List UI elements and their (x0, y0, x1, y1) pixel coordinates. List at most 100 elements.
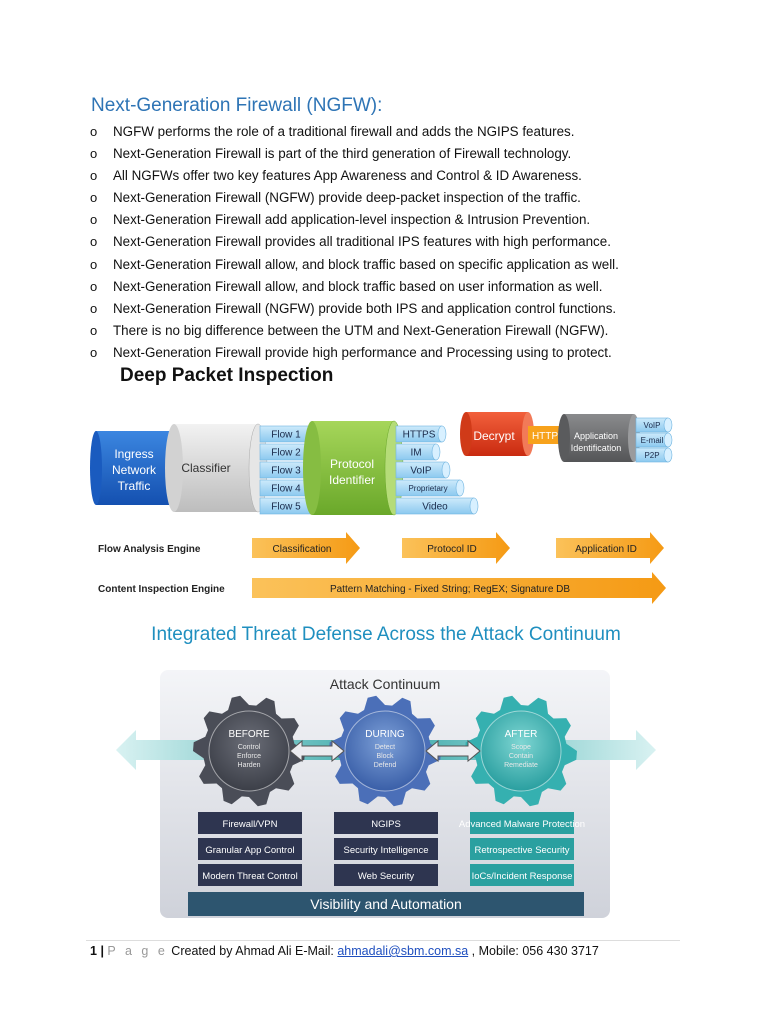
flow-stage-arrow: Classification (252, 532, 360, 564)
protocol-tube: HTTPS (395, 425, 447, 443)
capability-box: Web Security (334, 864, 438, 886)
classifier-cylinder: Classifier (165, 423, 268, 513)
bullet-marker: o (90, 300, 98, 316)
svg-text:Application ID: Application ID (575, 544, 637, 555)
dpi-title: Deep Packet Inspection (120, 365, 334, 386)
protocol-identifier-cylinder: Protocol Identifier (303, 420, 404, 516)
threat-title: Integrated Threat Defense Across the Att… (151, 624, 621, 645)
protocol-tube: Video (395, 497, 479, 515)
svg-text:HTTP: HTTP (532, 431, 558, 442)
created-by-text: Created by Ahmad Ali E-Mail: (171, 944, 334, 958)
svg-text:Protocol ID: Protocol ID (427, 544, 476, 555)
svg-text:Harden: Harden (238, 762, 261, 769)
capability-box: Security Intelligence (334, 838, 438, 860)
bullet-marker: o (90, 190, 98, 206)
svg-text:BEFORE: BEFORE (228, 729, 269, 740)
capability-box: Retrospective Security (470, 838, 574, 860)
protocol-tube: Proprietary (395, 479, 465, 497)
svg-text:Scope: Scope (511, 744, 531, 751)
bullet-marker: o (90, 344, 98, 360)
bullet-marker: o (90, 124, 98, 139)
visibility-bar (188, 892, 584, 916)
page-heading: Next-Generation Firewall (NGFW): (91, 95, 383, 116)
app-tube: P2P (635, 447, 673, 463)
svg-text:Control: Control (238, 744, 261, 751)
ingress-line: Ingress (114, 447, 153, 461)
svg-text:Advanced Malware Protection: Advanced Malware Protection (459, 819, 585, 830)
svg-text:Protocol: Protocol (330, 457, 374, 471)
bullet-marker: o (90, 212, 98, 228)
email-link[interactable]: ahmadali@sbm.com.sa (337, 944, 469, 958)
svg-text:AFTER: AFTER (505, 729, 538, 740)
svg-text:Detect: Detect (375, 744, 395, 751)
app-identification-cylinder: Application Identification (558, 414, 640, 462)
svg-text:Flow 1: Flow 1 (271, 430, 301, 441)
page-number: 1 (90, 944, 97, 958)
svg-text:Contain: Contain (509, 753, 533, 760)
svg-text:Firewall/VPN: Firewall/VPN (223, 819, 278, 830)
svg-text:NGIPS: NGIPS (371, 819, 401, 830)
svg-text:Decrypt: Decrypt (473, 429, 515, 443)
svg-text:Enforce: Enforce (237, 753, 261, 760)
content-engine-arrow: Pattern Matching - Fixed String; RegEX; … (252, 572, 666, 604)
flow-engine-arrows: Classification Protocol ID Application ID (252, 532, 664, 564)
ingress-line: Network (112, 463, 157, 477)
svg-text:VoIP: VoIP (410, 466, 431, 477)
classifier-label: Classifier (181, 461, 230, 475)
svg-text:Flow 3: Flow 3 (271, 466, 301, 477)
svg-text:Application: Application (574, 431, 618, 441)
flow-stage-arrow: Application ID (556, 532, 664, 564)
page-label: P a g e (107, 944, 168, 958)
mobile-text: , Mobile: 056 430 3717 (471, 944, 599, 958)
bullet-marker: o (90, 322, 98, 338)
svg-text:P2P: P2P (644, 451, 659, 460)
svg-text:Retrospective Security: Retrospective Security (474, 845, 569, 856)
svg-text:Remediate: Remediate (504, 762, 538, 769)
svg-text:VoIP: VoIP (644, 421, 661, 430)
svg-text:Modern Threat Control: Modern Threat Control (202, 871, 297, 882)
visibility-label: Visibility and Automation (310, 896, 462, 912)
svg-text:Defend: Defend (374, 762, 397, 769)
continuum-label: Attack Continuum (330, 676, 441, 692)
svg-text:Identification: Identification (571, 443, 622, 453)
capability-box: Modern Threat Control (198, 864, 302, 886)
svg-text:HTTPS: HTTPS (403, 430, 436, 441)
between-arrow (425, 739, 481, 763)
svg-text:Flow 2: Flow 2 (271, 448, 301, 459)
dpi-diagram: Ingress Network Traffic Classifier Flow … (90, 412, 673, 604)
app-tube: E-mail (635, 432, 673, 448)
bullet-marker: o (90, 168, 98, 184)
http-box: HTTP (528, 426, 562, 444)
svg-text:Security Intelligence: Security Intelligence (343, 845, 428, 856)
decrypt-cylinder: Decrypt (460, 412, 534, 456)
svg-text:Video: Video (422, 502, 448, 513)
svg-text:IoCs/Incident Response: IoCs/Incident Response (472, 871, 573, 882)
svg-text:Proprietary: Proprietary (408, 484, 447, 493)
content-engine-label: Content Inspection Engine (98, 584, 225, 595)
bullet-marker: o (90, 256, 98, 272)
flow-stage-arrow: Protocol ID (402, 532, 510, 564)
svg-text:E-mail: E-mail (641, 436, 664, 445)
bullet-marker: o (90, 146, 98, 162)
capability-box: IoCs/Incident Response (470, 864, 574, 886)
threat-defense-diagram: Integrated Threat Defense Across the Att… (116, 624, 656, 918)
svg-text:Flow 4: Flow 4 (271, 484, 301, 495)
between-arrow (289, 739, 345, 763)
svg-text:Pattern Matching - Fixed Strin: Pattern Matching - Fixed String; RegEX; … (330, 584, 570, 595)
gears-group: BEFOREControlEnforceHardenDURINGDetectBl… (193, 695, 577, 807)
svg-text:DURING: DURING (365, 729, 405, 740)
svg-text:Granular App Control: Granular App Control (205, 845, 294, 856)
protocol-tube: IM (395, 443, 441, 461)
svg-text:IM: IM (410, 448, 421, 459)
